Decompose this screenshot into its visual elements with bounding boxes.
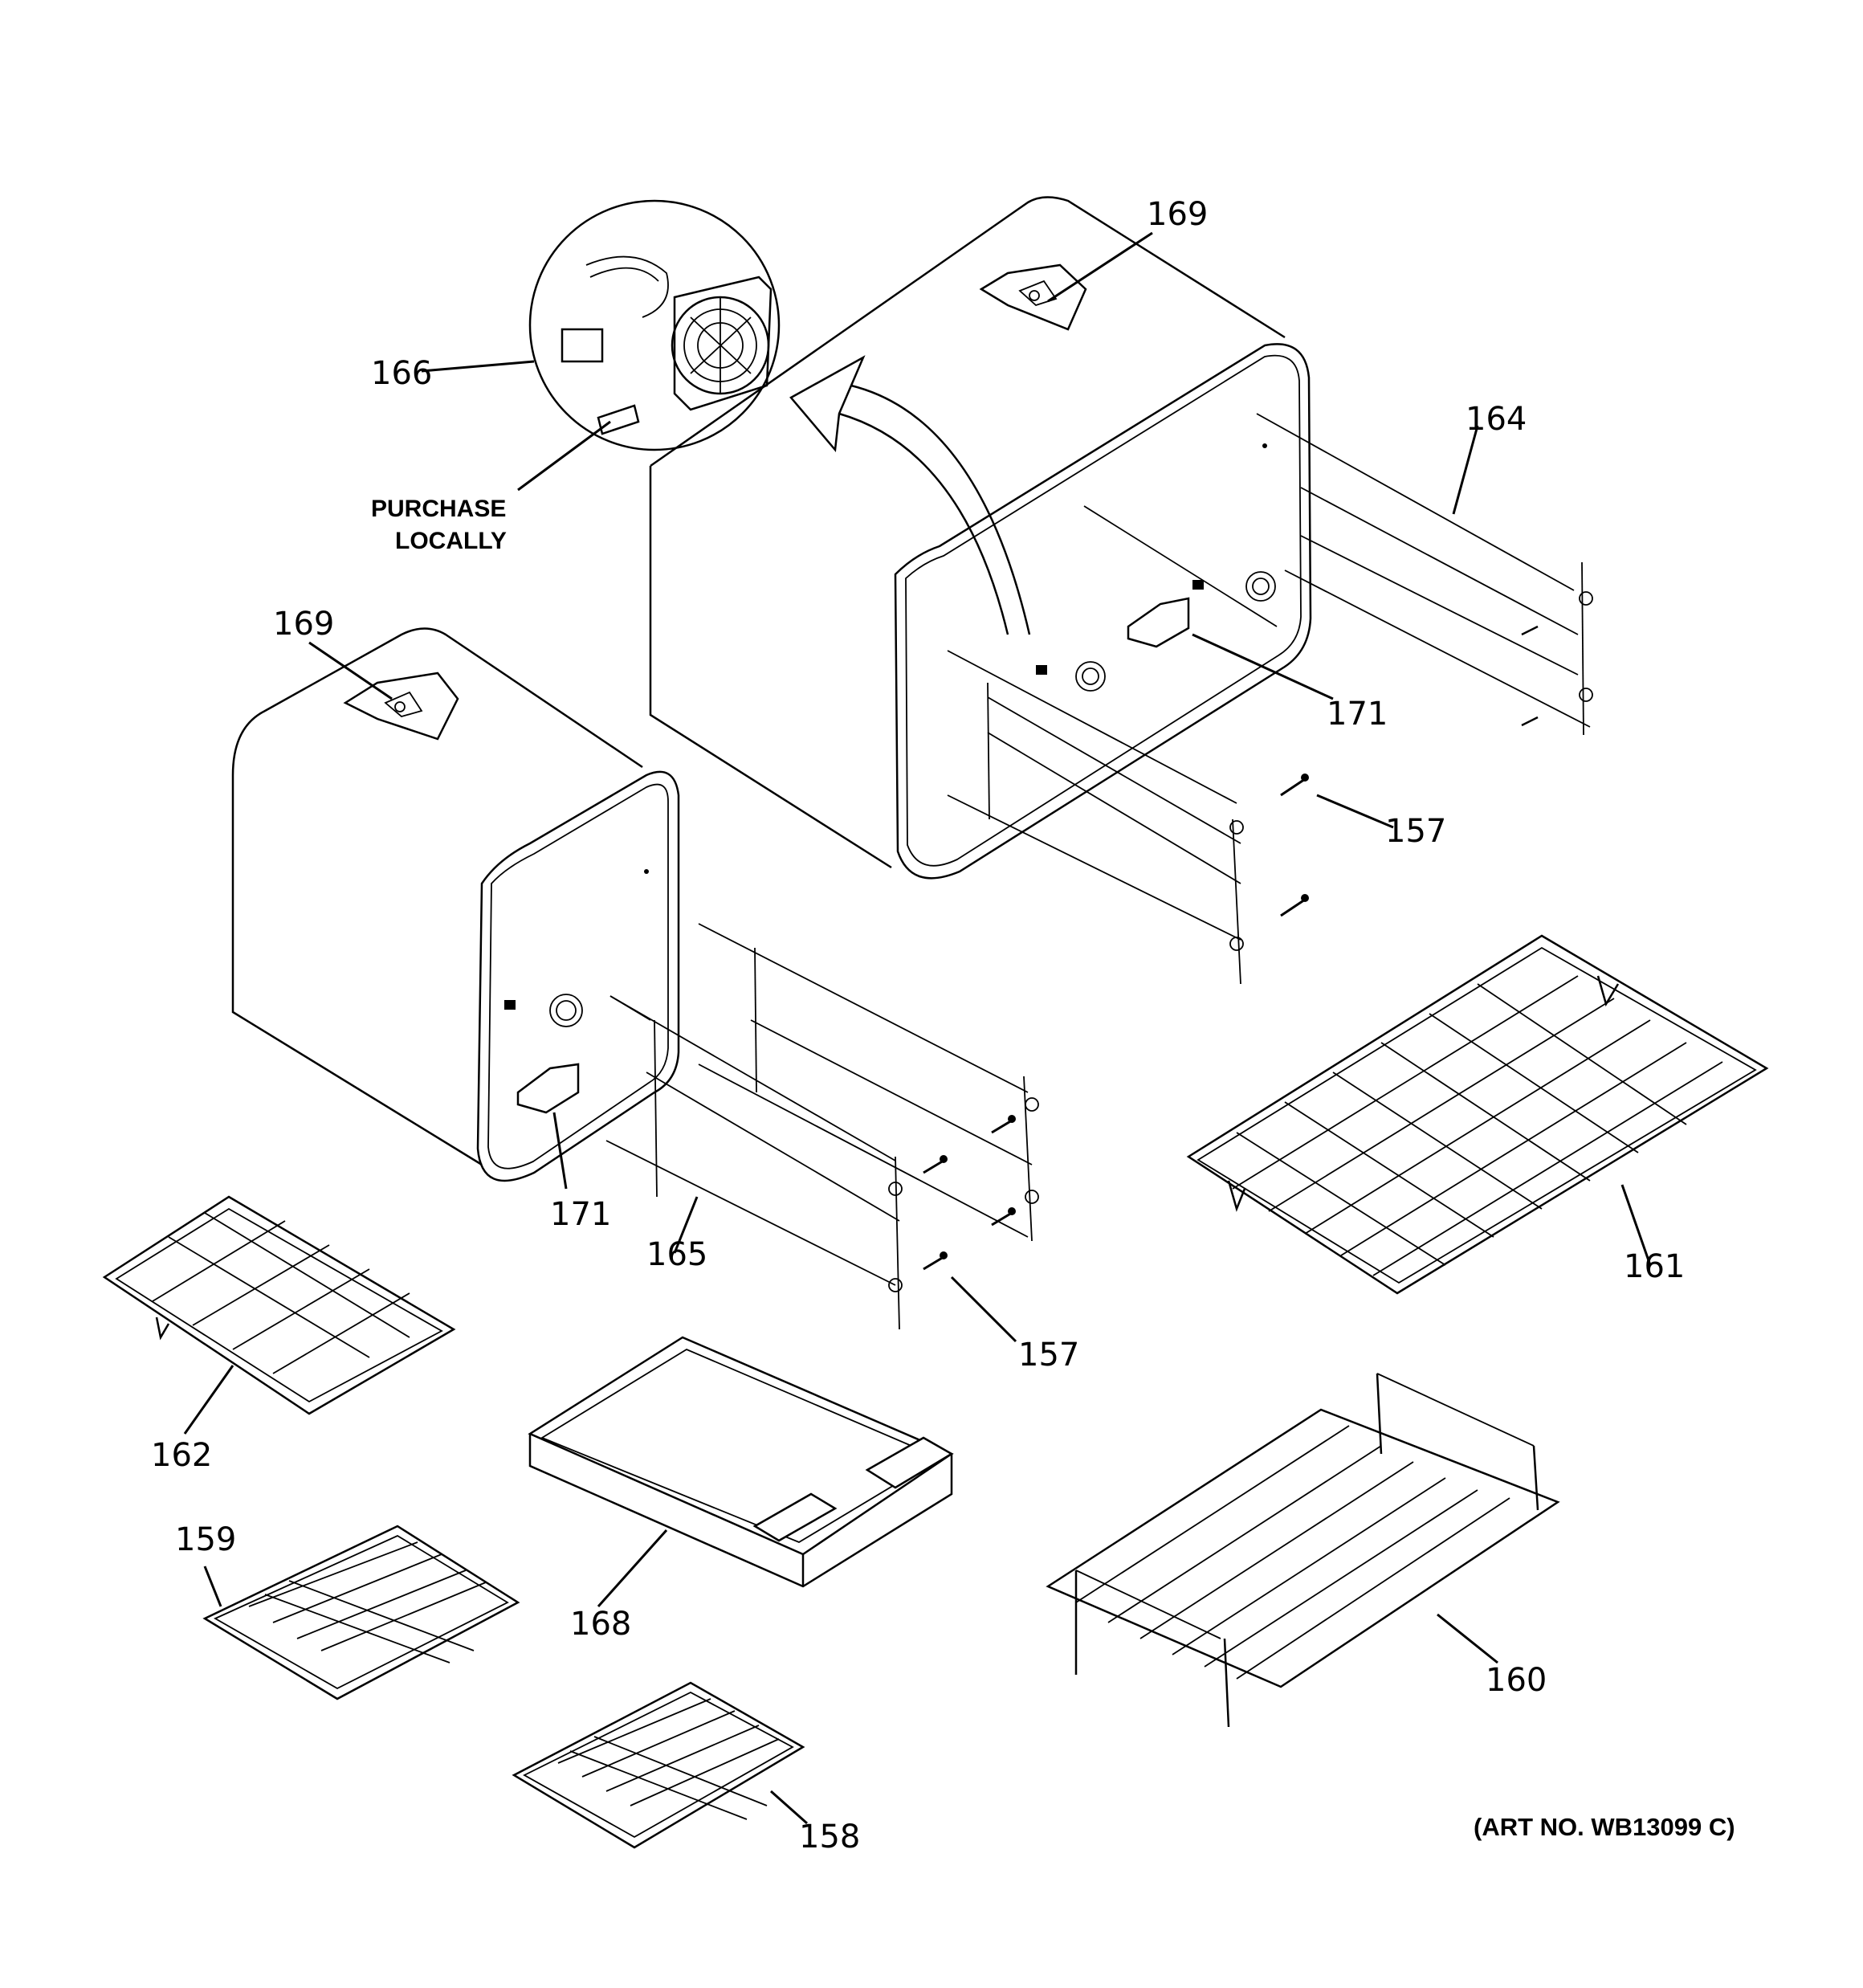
- art-number: (ART NO. WB13099 C): [1474, 1813, 1735, 1841]
- flow-arrow: [789, 355, 1031, 635]
- part-162-half-rack: [102, 1195, 456, 1415]
- callout-labels: 169 166 164 171 157 169 171 165 161 157 …: [151, 196, 1735, 1855]
- label-169-upper: 169: [1147, 196, 1208, 233]
- label-161: 161: [1624, 1248, 1685, 1285]
- label-171-lower: 171: [550, 1196, 611, 1233]
- label-171-upper: 171: [1327, 696, 1388, 733]
- label-168: 168: [570, 1606, 631, 1643]
- part-168-broiler-pan: [528, 1336, 954, 1588]
- part-157-lower-screws: [923, 1115, 1016, 1271]
- label-165: 165: [646, 1236, 707, 1273]
- label-157-lower: 157: [1018, 1337, 1079, 1374]
- upper-left-rack-guide: [947, 650, 1244, 985]
- leader-lines: [183, 231, 1652, 1825]
- label-162: 162: [151, 1437, 212, 1474]
- part-158-broiler-grid: [512, 1681, 805, 1849]
- part-171-lower-support: [516, 1063, 580, 1114]
- inset-fan-detail: [528, 199, 781, 451]
- part-165-rack-guide: [605, 923, 1039, 1330]
- part-169-upper-bracket: [979, 263, 1087, 331]
- label-158: 158: [799, 1819, 860, 1855]
- part-164-rack-guide: [1256, 413, 1593, 736]
- label-164: 164: [1466, 401, 1527, 438]
- upper-oven-cavity: [649, 196, 1312, 880]
- label-169-lower: 169: [273, 606, 334, 643]
- label-159: 159: [175, 1521, 236, 1558]
- part-159-broiler-grid: [202, 1525, 520, 1700]
- part-161-oven-rack: [1186, 934, 1769, 1295]
- note-purchase: PURCHASE: [371, 496, 506, 522]
- part-169-lower-bracket: [343, 672, 459, 741]
- note-locally: LOCALLY: [395, 528, 507, 554]
- part-157-upper-screws: [1280, 774, 1309, 917]
- label-157-upper: 157: [1385, 813, 1446, 850]
- label-160: 160: [1486, 1662, 1547, 1699]
- part-171-upper-support: [1127, 597, 1190, 648]
- lower-oven-cavity: [231, 627, 680, 1182]
- label-166: 166: [371, 355, 432, 392]
- part-160-roasting-rack: [1046, 1373, 1560, 1728]
